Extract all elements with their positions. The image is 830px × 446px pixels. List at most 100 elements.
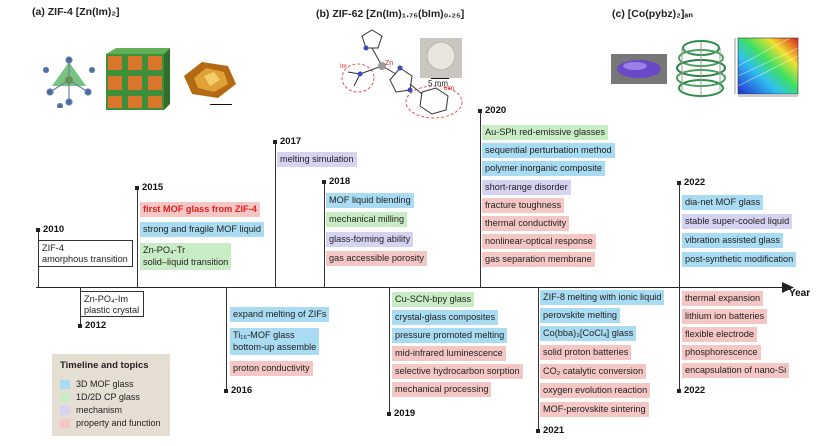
legend-entry: property and function [60,417,170,430]
legend-swatch [60,419,70,429]
legend: Timeline and topics 3D MOF glass 1D/2D C… [52,354,170,436]
item-stable-super: stable super-cooled liquid [682,214,793,229]
item-strong-fragile: strong and fragile MOF liquid [140,222,264,237]
item-expand-melting: expand melting of ZIFs [230,307,330,322]
axis-label: Year [789,288,811,299]
zif4-framework-icon [106,48,170,110]
item-solid-proton: solid proton batteries [540,345,632,360]
zif62-structure-icon: Zn Im bIm [340,29,463,119]
item-zn-po4-tr: Zn-PO₄-Tr solid–liquid transition [140,243,232,270]
year-2015: 2015 [142,182,164,193]
tick-2017 [273,140,277,144]
connector-2020 [480,112,481,287]
svg-text:Zn: Zn [385,60,393,67]
timeline-axis [36,287,788,288]
panel-c-title: (c) [Co(pybz)₂]ₐₙ [612,8,694,20]
connector-2022-bottom [679,287,680,391]
legend-label: mechanism [76,405,123,415]
legend-swatch [60,380,70,390]
connector-2016 [226,287,227,391]
connector-2019 [389,287,390,415]
item-mech-processing: mechanical processing [392,382,492,397]
item-mof-liquid-blending: MOF liquid blending [326,193,414,208]
year-2010: 2010 [43,224,65,235]
item-co-bba: Co(bba)₃[CoCl₄] glass [540,326,637,341]
item-thermal-cond: thermal conductivity [482,216,570,231]
year-2022-top: 2022 [684,177,706,188]
item-first-glass: first MOF glass from ZIF-4 [140,202,260,217]
legend-entry: mechanism [60,404,170,417]
item-mid-ir: mid-infrared luminescence [392,346,506,361]
item-proton-conductivity: proton conductivity [230,361,313,376]
zif62-disc-icon [420,38,462,78]
co-heatmap-icon [734,37,799,97]
item-pressure-melting: pressure promoted melting [392,328,508,343]
item-thermal-exp: thermal expansion [682,291,764,306]
item-au-sph: Au-SPh red-emissive glasses [482,125,608,140]
item-gas-sep: gas separation membrane [482,252,595,267]
item-melting-sim: melting simulation [277,152,357,167]
year-2012: 2012 [85,320,107,331]
year-2016: 2016 [231,385,253,396]
item-short-range: short-range disorder [482,180,571,195]
legend-swatch [60,393,70,403]
item-perovskite: perovskite melting [540,308,621,323]
scale-bar [210,104,232,105]
legend-swatch [60,406,70,416]
legend-title: Timeline and topics [60,360,149,371]
connector-2015 [137,189,138,287]
item-flexible: flexible electrode [682,327,757,342]
item-zn-po4-im: Zn-PO₄-Im plastic crystal [80,291,144,317]
axis-arrow-icon [782,282,794,293]
item-phosph: phosphorescence [682,345,761,360]
tick-2015 [135,186,139,190]
item-dia-net: dia-net MOF glass [682,195,764,210]
legend-label: 1D/2D CP glass [76,392,140,402]
connector-2017 [275,143,276,287]
item-vibration: vibration assisted glass [682,233,783,248]
item-gas-porosity: gas accessible porosity [326,251,427,266]
year-2019: 2019 [394,408,416,419]
tick-2020 [478,109,482,113]
item-nonlinear: nonlinear-optical response [482,234,596,249]
tick-2021 [536,429,540,433]
tick-2019 [387,412,391,416]
zif62-scale-label: 5 mm [428,79,448,88]
item-zif8: ZIF-8 melting with ionic liquid [540,290,665,305]
item-ti-mof: Ti₁₆-MOF glass bottom-up assemble [230,328,320,355]
item-lithium: lithium ion batteries [682,309,768,324]
panel-a-title: (a) ZIF-4 [Zn(Im)₂] [32,6,120,18]
tick-2012 [78,324,82,328]
item-zif4-amorphous: ZIF-4 amorphous transition [38,240,133,267]
item-encap: encapsulation of nano-Si [682,363,790,378]
zif4-glass-icon [184,62,236,98]
legend-label: 3D MOF glass [76,379,134,389]
item-cu-scn: Cu-SCN-bpy glass [392,292,475,307]
svg-text:Im: Im [340,64,347,70]
co-stacked-structure-icon [676,40,726,98]
co-glass-sample-icon [611,54,667,84]
year-2022-bottom: 2022 [684,385,706,396]
legend-entry: 1D/2D CP glass [60,391,170,404]
connector-2022-top [679,184,680,287]
tick-2018 [322,180,326,184]
year-2017: 2017 [280,136,302,147]
svg-text:bIm: bIm [444,86,454,92]
zif62-scale-bar [431,78,449,79]
tick-2022-top [677,181,681,185]
item-hydrocarbon: selective hydrocarbon sorption [392,364,523,379]
item-co2-conv: CO₂ catalytic conversion [540,364,647,379]
item-oxygen: oxygen evolution reaction [540,383,651,398]
tick-2016 [224,389,228,393]
legend-entry: 3D MOF glass [60,378,170,391]
item-glass-forming: glass-forming ability [326,232,414,247]
item-crystal-glass: crystal-glass composites [392,310,499,325]
year-2020: 2020 [485,105,507,116]
item-sequential: sequential perturbation method [482,143,615,158]
year-2018: 2018 [329,176,351,187]
year-2021: 2021 [543,425,565,436]
connector-2018 [324,183,325,287]
item-fracture: fracture toughness [482,198,565,213]
connector-2021 [538,287,539,432]
tick-2022-bottom [677,389,681,393]
